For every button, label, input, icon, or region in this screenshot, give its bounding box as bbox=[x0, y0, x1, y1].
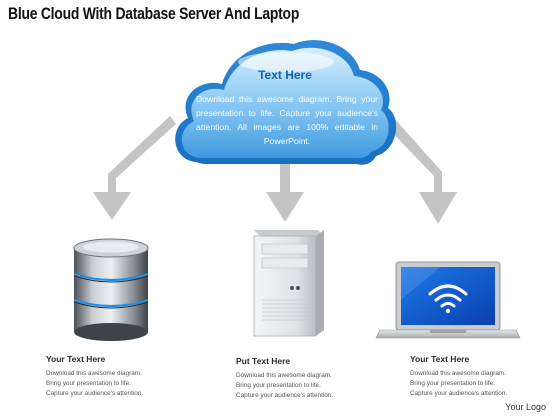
wifi-icon bbox=[428, 284, 468, 308]
server-tower-icon bbox=[253, 230, 324, 337]
slide-title: Blue Cloud With Database Server And Lapt… bbox=[8, 4, 300, 23]
database-icon bbox=[73, 238, 149, 341]
laptop-icon bbox=[375, 261, 521, 339]
logo-placeholder: Your Logo bbox=[505, 402, 546, 412]
caption-database: Your Text Here Download this awesome dia… bbox=[46, 354, 166, 399]
caption-heading: Your Text Here bbox=[46, 354, 106, 364]
arrow-left-connector bbox=[108, 116, 176, 194]
arrow-right-connector bbox=[386, 118, 442, 194]
arrows bbox=[93, 116, 457, 224]
cloud-heading: Text Here bbox=[258, 68, 312, 82]
caption-body: Download this awesome diagram. Bring you… bbox=[46, 370, 144, 397]
wifi-dot bbox=[445, 308, 451, 314]
arrow-left-head bbox=[93, 192, 131, 220]
caption-laptop: Your Text Here Download this awesome dia… bbox=[410, 354, 530, 399]
caption-body: Download this awesome diagram. Bring you… bbox=[410, 370, 508, 397]
arrow-middle-head bbox=[266, 192, 304, 222]
cloud-body-text: Download this awesome diagram. Bring you… bbox=[196, 94, 378, 146]
caption-heading: Put Text Here bbox=[236, 356, 291, 366]
cloud-icon bbox=[175, 40, 397, 165]
caption-heading: Your Text Here bbox=[410, 354, 470, 364]
arrow-middle-shaft bbox=[280, 160, 290, 194]
caption-body: Download this awesome diagram. Bring you… bbox=[236, 372, 334, 399]
caption-server: Put Text Here Download this awesome diag… bbox=[236, 356, 356, 401]
arrow-right-head bbox=[419, 192, 457, 224]
